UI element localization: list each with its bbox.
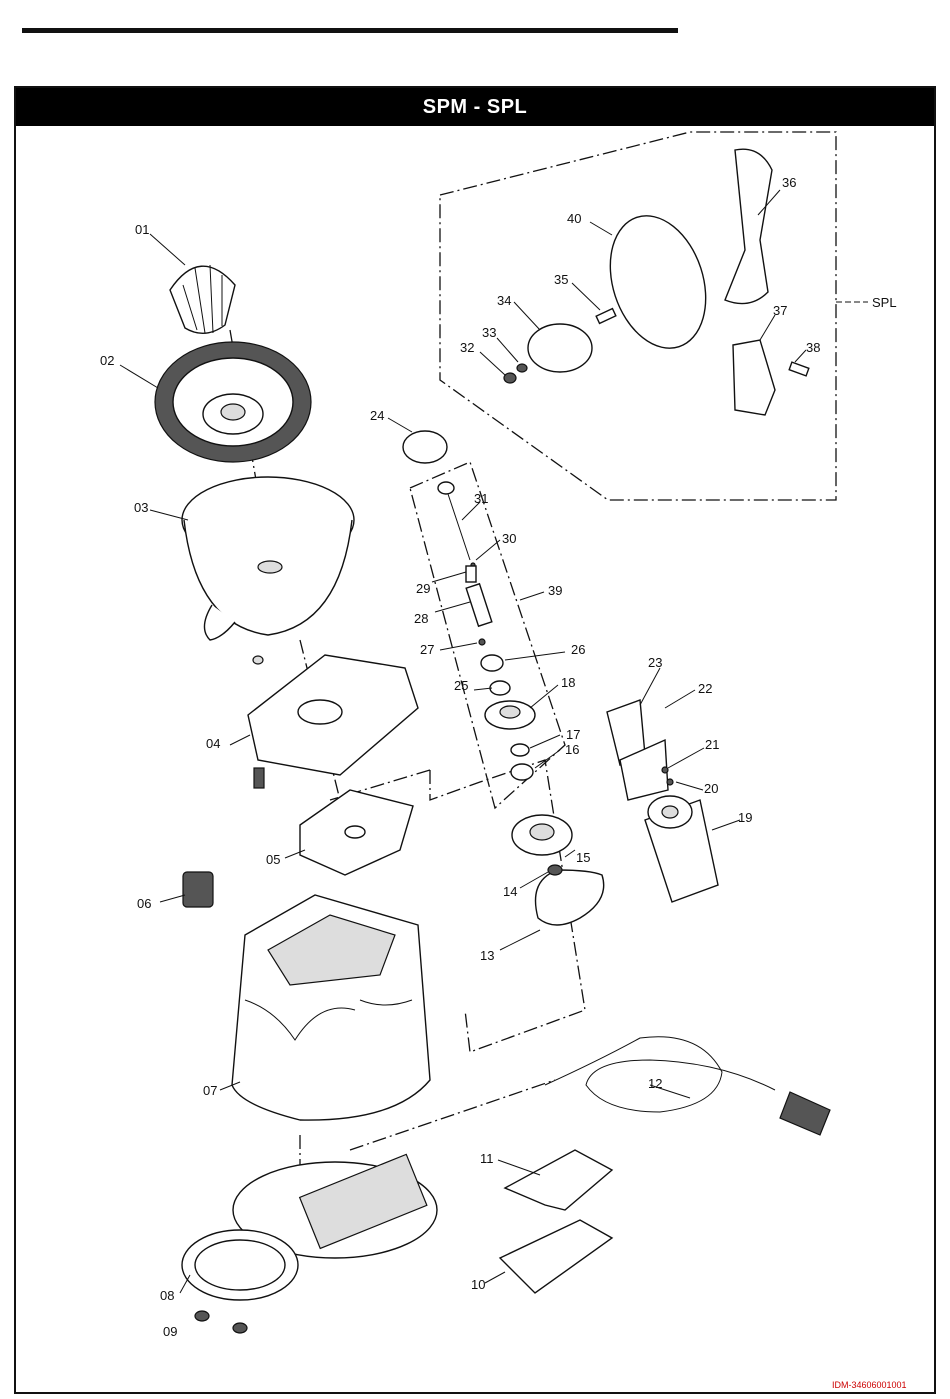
part-18-hub [485, 701, 535, 729]
part-14-nut [548, 865, 562, 875]
label-33: 33 [482, 325, 496, 340]
part-33-washer [517, 364, 527, 372]
part-11-pcb [505, 1150, 612, 1210]
part-40-lid [594, 203, 722, 360]
label-29: 29 [416, 581, 430, 596]
label-26: 26 [571, 642, 585, 657]
label-10: 10 [471, 1277, 485, 1292]
label-23: 23 [648, 655, 662, 670]
part-07-housing [232, 895, 430, 1120]
part-01-cone [170, 265, 235, 333]
label-12: 12 [648, 1076, 662, 1091]
part-05-plate [300, 790, 413, 875]
part-06-switch [183, 872, 213, 907]
part-24-oring [403, 431, 447, 463]
label-06: 06 [137, 896, 151, 911]
part-26-bearing [481, 655, 503, 671]
label-34: 34 [497, 293, 511, 308]
part-19-motor [645, 796, 718, 902]
label-01: 01 [135, 222, 149, 237]
document-id: IDM-34606001001 [832, 1380, 907, 1390]
label-27: 27 [420, 642, 434, 657]
label-08: 08 [160, 1288, 174, 1303]
label-21: 21 [705, 737, 719, 752]
label-11: 11 [480, 1151, 494, 1166]
part-13-belt [536, 870, 604, 925]
part-17-washer [511, 744, 529, 756]
label-37: 37 [773, 303, 787, 318]
label-32: 32 [460, 340, 474, 355]
label-13: 13 [480, 948, 494, 963]
label-09: 09 [163, 1324, 177, 1339]
part-35-pin [596, 309, 616, 324]
part-21-screw [662, 767, 668, 773]
label-19: 19 [738, 810, 752, 825]
part-20-screw [667, 779, 673, 785]
part-36-lever [725, 149, 772, 303]
label-05: 05 [266, 852, 280, 867]
part-10-cover-plate [500, 1220, 612, 1293]
part-16-bearing [511, 764, 533, 780]
label-07: 07 [203, 1083, 217, 1098]
part-31-shaft [438, 482, 470, 560]
label-20: 20 [704, 781, 718, 796]
label-04: 04 [206, 736, 220, 751]
spl-callout-label: SPL [872, 295, 897, 310]
label-16: 16 [565, 742, 579, 757]
part-34-cone [528, 324, 592, 372]
label-31: 31 [474, 491, 488, 506]
part-15-pulley [512, 815, 572, 855]
part-02-filter [155, 342, 311, 462]
part-12-cord [545, 1037, 830, 1135]
label-25: 25 [454, 678, 468, 693]
part-04-top-cover [248, 655, 418, 788]
label-40: 40 [567, 211, 581, 226]
label-18: 18 [561, 675, 575, 690]
label-14: 14 [503, 884, 517, 899]
label-38: 38 [806, 340, 820, 355]
part-28-sleeve [466, 584, 492, 626]
label-39: 39 [548, 583, 562, 598]
part-32-nut [504, 373, 516, 383]
part-25-bearing [490, 681, 510, 695]
part-38-pin [789, 362, 809, 376]
label-22: 22 [698, 681, 712, 696]
label-28: 28 [414, 611, 428, 626]
label-24: 24 [370, 408, 384, 423]
part-09-feet [195, 1311, 247, 1333]
part-03-bowl [182, 477, 354, 640]
part-27-pin [479, 639, 485, 645]
part-29-spring [466, 566, 476, 582]
label-02: 02 [100, 353, 114, 368]
label-36: 36 [782, 175, 796, 190]
label-17: 17 [566, 727, 580, 742]
label-35: 35 [554, 272, 568, 287]
label-15: 15 [576, 850, 590, 865]
label-03: 03 [134, 500, 148, 515]
part-08-base [182, 1154, 437, 1300]
drive-group-boundary [410, 462, 565, 808]
label-30: 30 [502, 531, 516, 546]
part-37-support [733, 340, 775, 415]
